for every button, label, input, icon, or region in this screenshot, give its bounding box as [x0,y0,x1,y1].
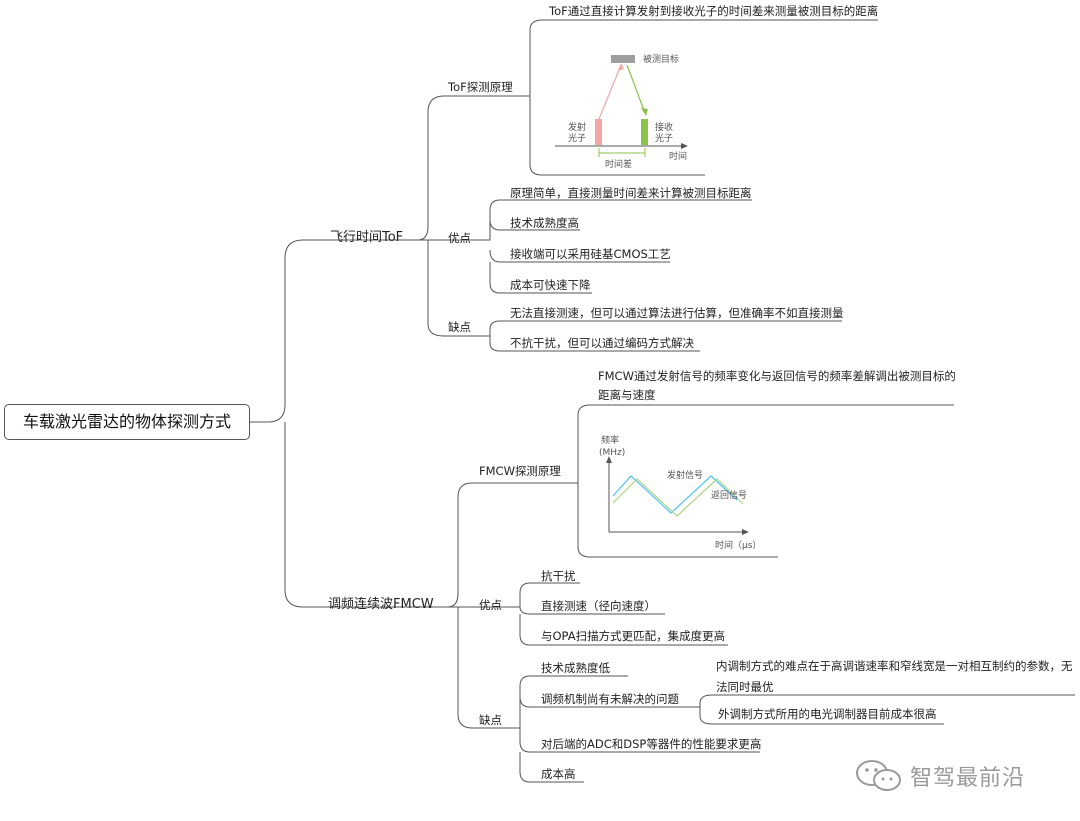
fmcw-con-subitem[interactable]: 外调制方式所用的电光调制器目前成本很高 [718,707,937,721]
fmcw-con-item[interactable]: 对后端的ADC和DSP等器件的性能要求更高 [541,737,762,751]
time-diff-label: 时间差 [605,158,632,170]
rx-label: 返回信号 [711,489,747,501]
tx-label: 发射信号 [667,469,703,481]
watermark-text: 智驾最前沿 [910,766,1026,791]
tof-pro-item[interactable]: 原理简单，直接测量时间差来计算被测目标距离 [510,186,752,200]
branch-fmcw[interactable]: 调频连续波FMCW [328,597,434,612]
wechat-icon [856,760,901,791]
tof-cons-node[interactable]: 缺点 [448,320,471,334]
recv-bar [641,119,648,145]
y-axis-arrowhead [606,456,612,463]
x-axis-arrowhead [742,529,749,535]
tof-pro-item[interactable]: 成本可快速下降 [510,278,591,292]
time-axis-arrowhead [681,143,688,149]
emit-label-1: 发射 [568,121,586,133]
rx-wave [612,478,744,517]
emit-bar [595,119,602,145]
recv-label-1: 接收 [655,121,673,133]
tof-pro-item[interactable]: 接收端可以采用硅基CMOS工艺 [510,247,671,261]
fmcw-con-item[interactable]: 调频机制尚有未解决的问题 [541,692,679,706]
fmcw-pros-node[interactable]: 优点 [479,598,502,612]
tof-pros-node[interactable]: 优点 [448,231,471,245]
fmcw-con-item[interactable]: 技术成熟度低 [541,661,610,675]
tof-pro-item[interactable]: 技术成熟度高 [510,216,579,230]
x-axis-label: 时间（μs） [715,539,761,551]
fmcw-cons-node[interactable]: 缺点 [479,713,502,727]
time-axis-label: 时间 [669,150,687,162]
target-label: 被测目标 [643,53,679,65]
watermark: 智驾最前沿 [850,756,1060,796]
fmcw-con-subitem[interactable]: 内调制方式的难点在于高调谐速率和窄线宽是一对相互制约的参数，无法同时最优 [716,659,1073,694]
root-node[interactable]: 车载激光雷达的物体探测方式 [4,404,250,440]
tof-principle-figure: 被测目标 发射 光子 接收 光子 时间 时间差 [555,53,688,170]
fmcw-pro-item[interactable]: 与OPA扫描方式更匹配，集成度更高 [541,629,726,643]
recv-arrowhead [641,108,648,116]
tof-principle-node[interactable]: ToF探测原理 [448,80,513,94]
tx-wave [612,475,738,514]
fmcw-principle-desc-1: FMCW通过发射信号的频率变化与返回信号的频率差解调出被测目标的 [598,369,956,383]
branch-tof[interactable]: 飞行时间ToF [330,230,404,245]
emit-arrowhead [618,63,624,71]
target-bar [611,55,635,63]
fmcw-pro-item[interactable]: 直接测速（径向速度） [541,599,656,613]
fmcw-principle-figure: 频率 (MHz) 发射信号 返回信号 时间（μs） [599,434,761,551]
recv-arrow [626,64,646,114]
y-axis-label-2: (MHz) [599,448,625,458]
tof-principle-desc: ToF通过直接计算发射到接收光子的时间差来测量被测目标的距离 [549,4,879,18]
tof-con-item[interactable]: 无法直接测速，但可以通过算法进行估算，但准确率不如直接测量 [510,306,844,320]
fmcw-con-item[interactable]: 成本高 [541,767,576,781]
recv-label-2: 光子 [655,132,673,144]
fmcw-principle-desc-2: 距离与速度 [598,388,656,402]
fmcw-principle-node[interactable]: FMCW探测原理 [479,464,561,478]
y-axis-label-1: 频率 [601,434,619,446]
fmcw-pro-item[interactable]: 抗干扰 [541,569,576,583]
emit-arrow [598,64,622,120]
emit-label-2: 光子 [568,132,586,144]
tof-con-item[interactable]: 不抗干扰，但可以通过编码方式解决 [510,336,694,350]
